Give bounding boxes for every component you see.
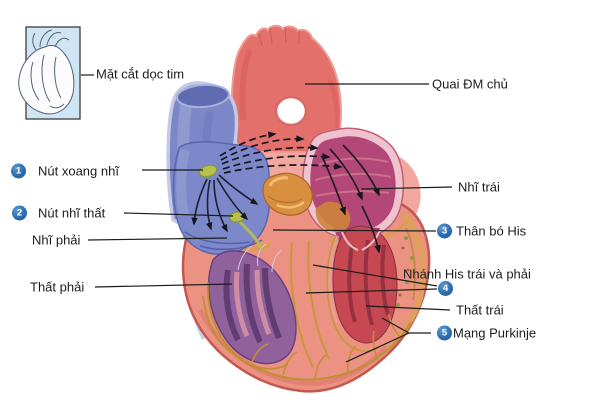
purkinje-network-label: Mạng Purkinje [453,325,537,341]
badge-4: 4 [438,281,453,296]
label-bundle-of-his: 3 Thân bó His [437,223,527,239]
bundle-of-his-label: Thân bó His [456,223,527,239]
his-bundle-path [238,220,264,251]
label-sinoatrial-node: 1 Nút xoang nhĩ [11,163,119,179]
inset-label: Mặt cắt dọc tim [96,66,185,82]
aortic-arch-label: Quai ĐM chủ [432,76,508,92]
purkinje-fiber-network [202,227,416,381]
left-ventricle-cavity [326,225,398,352]
left-ventricle-label: Thất trái [456,302,504,318]
interatrial-dashed-arrows [219,131,343,174]
badge-5: 5 [437,325,452,341]
label-atrioventricular-node: 2 Nút nhĩ thất [12,205,106,221]
sinoatrial-node [198,164,218,178]
right-ventricle-cavity [206,243,297,370]
sinoatrial-node-label: Nút xoang nhĩ [38,163,119,179]
right-ventricle-label: Thất phải [30,279,85,295]
atrioventricular-node-label: Nút nhĩ thất [38,205,106,221]
badge-2: 2 [12,205,27,221]
leader-lines [81,74,453,363]
right-atrium-label: Nhĩ phải [32,232,81,248]
aortic-arch-window [274,95,308,127]
label-purkinje-network: 5 Mạng Purkinje [437,325,537,341]
aortic-arch [230,24,342,153]
right-atrium-impulse-arrows [191,174,259,233]
his-branches-label: Nhánh His trái và phải [403,266,531,282]
left-atrium-impulse-arrows [321,144,381,254]
heart-inset-thumbnail [18,26,81,120]
septum-bundle-branches [289,240,330,368]
badge-1: 1 [11,163,26,179]
badge-3: 3 [437,223,452,239]
left-atrium-label: Nhĩ trái [458,179,500,195]
